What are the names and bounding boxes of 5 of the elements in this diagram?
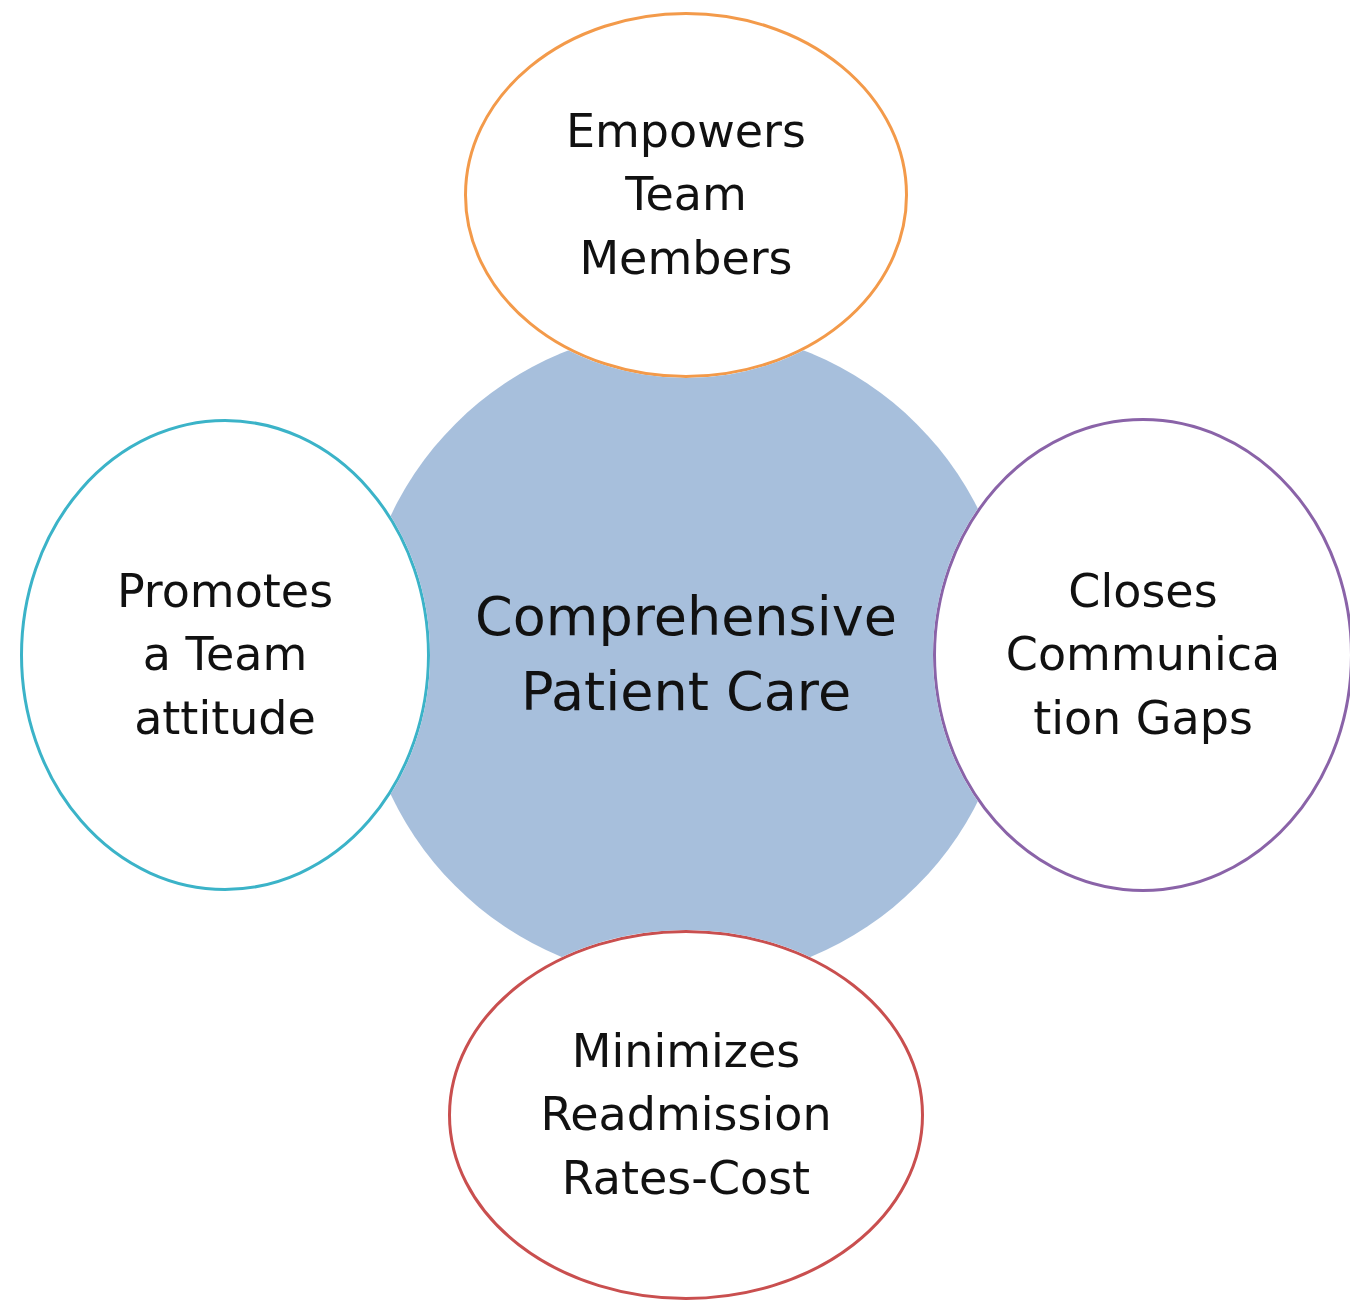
node-label: Promotes a Team attitude (115, 562, 335, 747)
node-label: Closes Communica tion Gaps (1004, 562, 1282, 747)
node-label: Empowers Team Members (565, 102, 807, 287)
center-title: Comprehensive Patient Care (474, 584, 898, 725)
node-label: Minimizes Readmission Rates-Cost (539, 1022, 833, 1207)
